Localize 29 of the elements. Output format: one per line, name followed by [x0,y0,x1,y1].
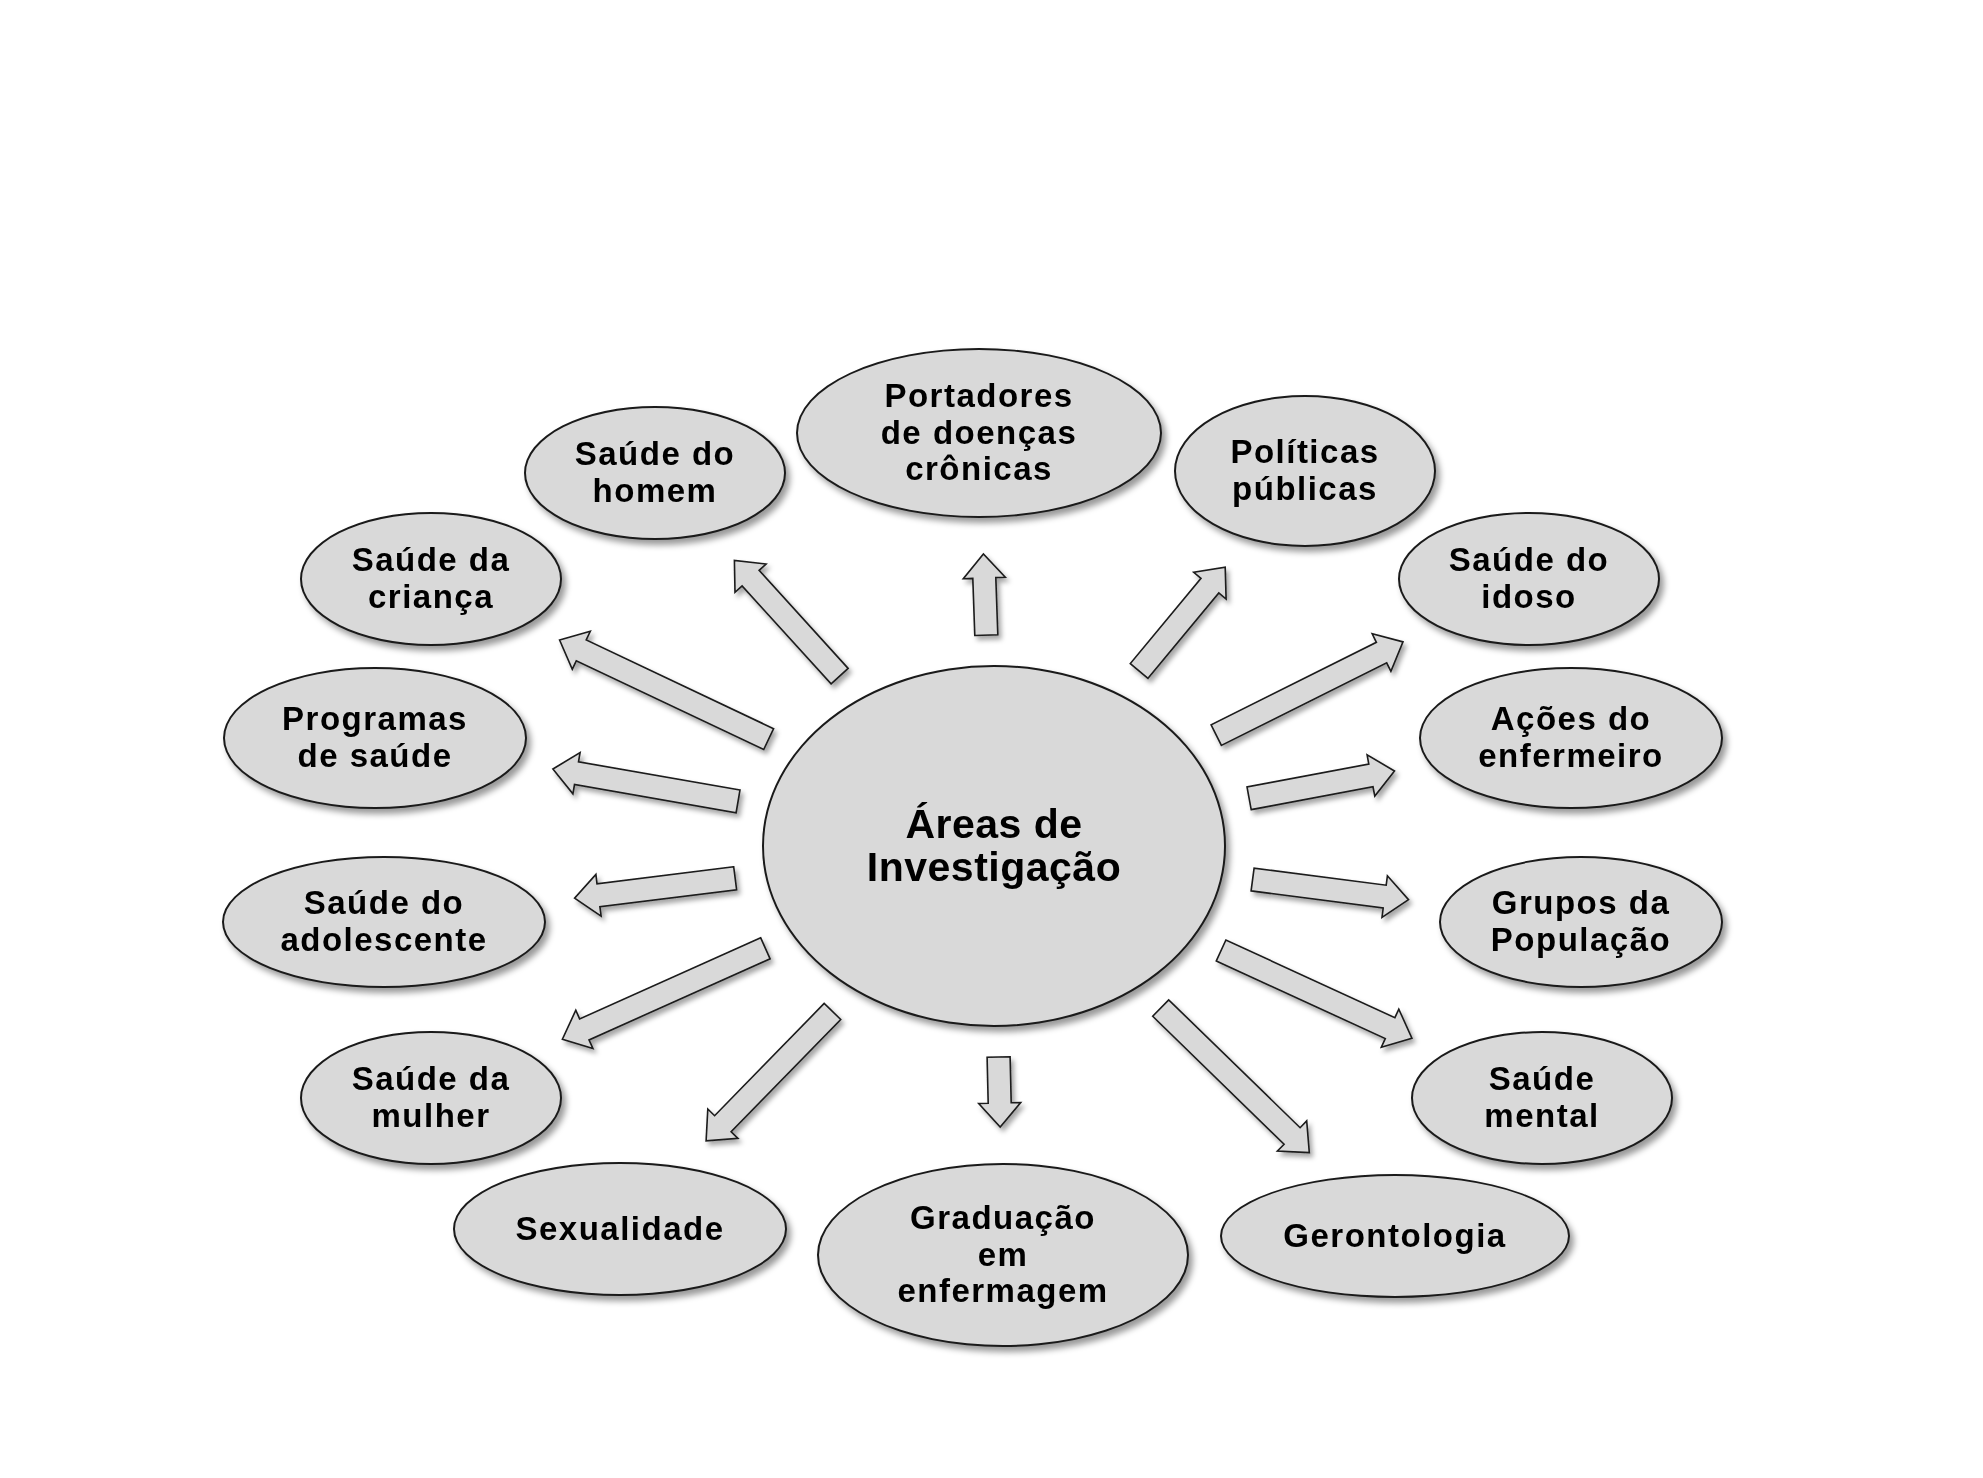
block-arrow [1215,938,1413,1049]
block-arrow [551,750,741,814]
block-arrow [976,1055,1023,1129]
topic-label: Graduação em enfermagem [896,1199,1110,1311]
topic-label: Sexualidade [515,1210,725,1248]
topic-label: Saúde do adolescente [279,885,489,959]
topic-label: Saúde do idoso [1447,542,1611,616]
block-arrow [1151,998,1311,1154]
block-arrow [561,936,772,1050]
block-arrow [1210,632,1405,747]
topic-label: Portadores de doenças crônicas [879,377,1079,489]
block-arrow [1250,867,1410,920]
block-arrow [1246,753,1396,811]
block-arrow [961,552,1008,637]
topic-label: Saúde do homem [573,436,737,510]
block-arrow [1129,566,1227,680]
topic-label: Gerontologia [1283,1217,1507,1255]
hub-label: Áreas de Investigação [865,802,1123,890]
topic-label: Ações do enfermeiro [1477,701,1665,775]
block-arrow [733,559,850,686]
topic-label: Grupos da População [1489,885,1673,959]
topic-label: Saúde da mulher [350,1061,512,1135]
topic-label: Políticas públicas [1229,434,1381,508]
topic-label: Saúde mental [1483,1061,1601,1135]
block-arrow [558,630,775,751]
block-arrow [573,865,738,918]
topic-label: Programas de saúde [281,701,469,775]
topic-label: Saúde da criança [350,542,512,616]
block-arrow [705,1002,842,1142]
